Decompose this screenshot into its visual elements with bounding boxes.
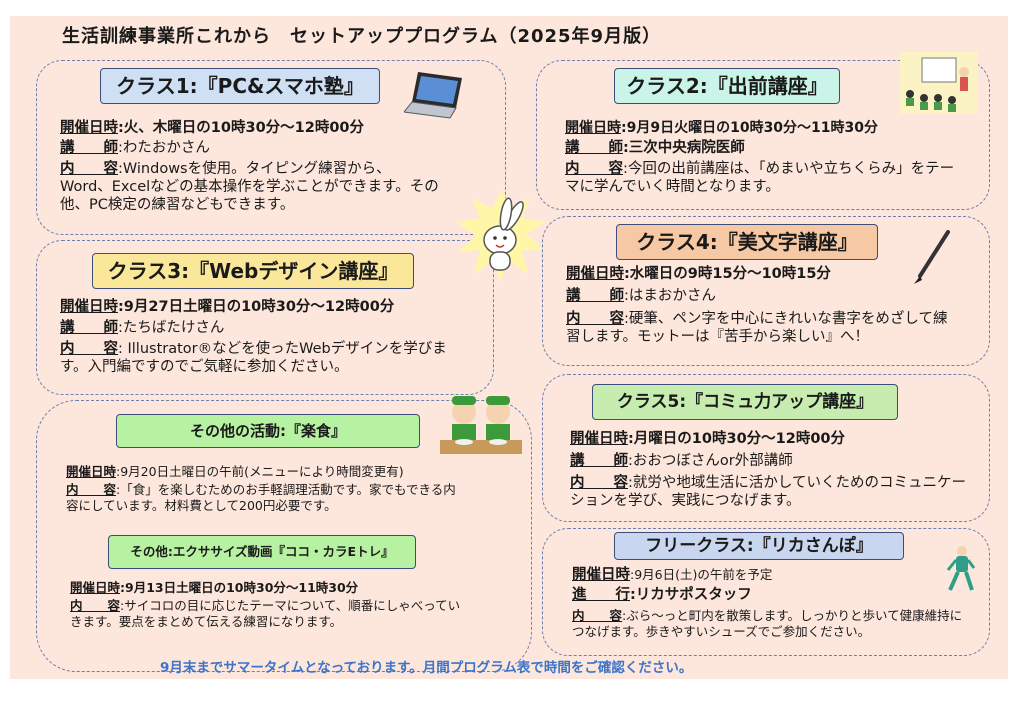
class1-teacher-row: 講 師:わたおかさん	[60, 140, 210, 156]
card-class3	[36, 240, 494, 395]
class4-date-row: 開催日時:水曜日の9時15分～10時15分	[566, 266, 831, 282]
class4-content-row: 内 容:硬筆、ペン字を中心にきれいな書字をめざして練習します。モットーは『苦手か…	[566, 311, 948, 345]
cooking-kids-icon	[440, 396, 522, 454]
free-date-row: 開催日時:9月6日(土)の午前を予定	[572, 567, 773, 583]
laptop-icon	[404, 72, 462, 119]
label-other1: その他の活動:『楽食』	[116, 414, 420, 448]
label-class2: クラス2:『出前講座』	[614, 68, 840, 104]
class5-date-row: 開催日時:月曜日の10時30分～12時00分	[570, 431, 846, 447]
class3-content-row: 内 容: Illustrator®などを使ったWebデザインを学びます。入門編で…	[60, 341, 447, 375]
brush-pen-icon	[914, 230, 950, 284]
label-free: フリークラス:『リカさんぽ』	[614, 532, 904, 560]
page-title: 生活訓練事業所これから セットアッププログラム（2025年9月版）	[62, 26, 662, 47]
class3-teacher-row: 講 師:たちばたけさん	[60, 320, 225, 336]
class4-teacher-row: 講 師:はまおかさん	[566, 288, 716, 304]
class1-content-row: 内 容:Windowsを使用。タイピング練習から、Word、Excelなどの基本…	[60, 161, 439, 213]
free-content-row: 内 容:ぶら～っと町内を散策します。しっかりと歩いて健康維持につなげます。歩きや…	[572, 608, 963, 639]
class3-date-row: 開催日時:9月27日土曜日の10時30分～12時00分	[60, 299, 395, 315]
card-free	[542, 528, 990, 656]
class2-teacher-row: 講 師:三次中央病院医師	[565, 140, 745, 156]
label-class5: クラス5:『コミュ力アップ講座』	[592, 384, 898, 420]
label-other2: その他:エクササイズ動画『ココ・カラEトレ』	[108, 535, 416, 569]
class2-date-row: 開催日時:9月9日火曜日の10時30分～11時30分	[565, 120, 879, 136]
other1-date-row: 開催日時:9月20日土曜日の午前(メニューにより時間変更有)	[66, 464, 404, 479]
card-class1	[36, 60, 506, 235]
class5-content-row: 内 容:就労や地域生活に活かしていくためのコミュニケーションを学び、実践につなげ…	[570, 475, 966, 509]
lecture-icon	[900, 52, 978, 114]
free-lead-row: 進 行:リカサポスタッフ	[572, 587, 752, 603]
other1-content-row: 内 容:「食」を楽しむためのお手軽調理活動です。家でもできる内容にしています。材…	[66, 482, 456, 513]
card-class4	[542, 216, 990, 366]
rabbit-mascot-icon	[456, 190, 546, 282]
footer-note: 9月末までサマータイムとなっております。月間プログラム表で時間をご確認ください。	[160, 660, 693, 676]
other2-date-row: 開催日時:9月13日土曜日の10時30分～11時30分	[70, 580, 359, 595]
card-other	[36, 400, 532, 672]
label-class4: クラス4:『美文字講座』	[616, 224, 878, 260]
class2-content-row: 内 容:今回の出前講座は、「めまいや立ちくらみ」をテーマに学んでいく時間となりま…	[565, 161, 955, 195]
class1-date-row: 開催日時:火、木曜日の10時30分～12時00分	[60, 120, 365, 136]
card-class5	[542, 374, 990, 522]
label-class1: クラス1:『PC&スマホ塾』	[100, 68, 380, 104]
label-class3: クラス3:『Webデザイン講座』	[92, 253, 414, 289]
other2-content-row: 内 容:サイコロの目に応じたテーマについて、順番にしゃべっていきます。要点をまと…	[70, 598, 461, 629]
walking-person-icon	[946, 546, 976, 591]
class5-teacher-row: 講 師:おおつぼさんor外部講師	[570, 453, 793, 469]
card-class2	[536, 60, 990, 210]
